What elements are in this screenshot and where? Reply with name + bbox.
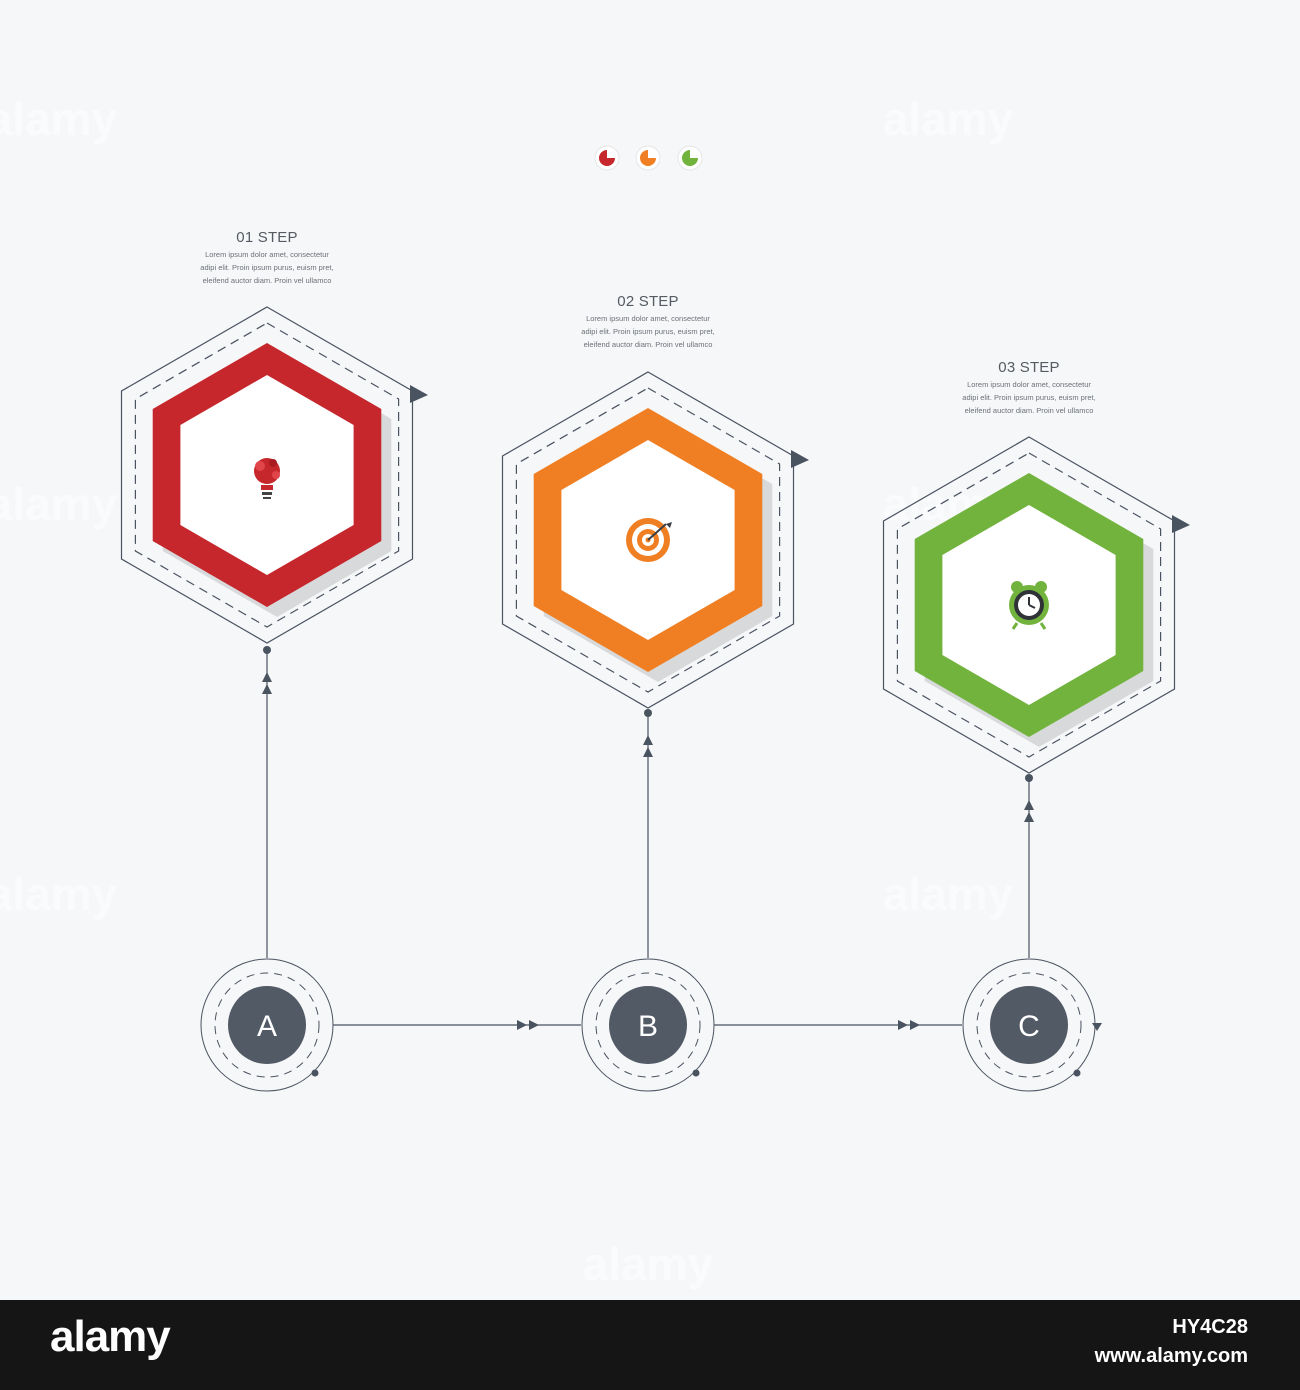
legend-dots [594, 145, 703, 171]
image-id: HY4C28 [1172, 1316, 1248, 1338]
watermark-text: alamy [883, 868, 1014, 920]
step-1-desc-line-1: Lorem ipsum dolor amet, consectetur [205, 250, 329, 259]
arrow-right-ab-1 [517, 1020, 527, 1030]
step-3-desc-line-2: adipi elit. Proin ipsum purus, euism pre… [962, 393, 1095, 402]
footer-logo: alamy [50, 1312, 171, 1361]
step-2-text: 02 STEP Lorem ipsum dolor amet, consecte… [581, 293, 714, 349]
connectors [262, 646, 1034, 1030]
node-a-letter: A [257, 1010, 277, 1043]
arrow-right-ab-2 [529, 1020, 539, 1030]
node-c-end-arrow [1092, 1023, 1102, 1031]
step-3-desc-line-3: eleifend auctor diam. Proin vel ullamco [965, 406, 1094, 415]
footer-meta: HY4C28 www.alamy.com [1095, 1316, 1248, 1368]
node-b-letter: B [638, 1010, 658, 1043]
arrow-up-a-2 [262, 684, 272, 694]
watermark-layer: alamyalamyalamyalamyalamyalamyalamyalamy [0, 93, 1014, 1290]
site-url: www.alamy.com [1094, 1345, 1248, 1367]
watermark-text: alamy [883, 93, 1014, 145]
lightbulb-icon [254, 458, 280, 499]
arrow-up-a-1 [262, 672, 272, 682]
green-pie-icon [677, 145, 703, 171]
step-2-title: 02 STEP [617, 293, 678, 310]
footer-bar: alamy HY4C28 www.alamy.com [0, 1300, 1300, 1390]
connector-c-dot [1025, 774, 1033, 782]
step-2-desc-line-1: Lorem ipsum dolor amet, consectetur [586, 314, 710, 323]
arrow-up-b-2 [643, 747, 653, 757]
step-3-desc-line-1: Lorem ipsum dolor amet, consectetur [967, 380, 1091, 389]
red-pie-icon [594, 145, 620, 171]
connector-b-dot [644, 709, 652, 717]
watermark-text: alamy [0, 93, 118, 145]
step-1-desc-line-3: eleifend auctor diam. Proin vel ullamco [203, 276, 332, 285]
target-icon [626, 518, 672, 562]
step-3-title: 03 STEP [998, 359, 1059, 376]
arrow-right-bc-1 [898, 1020, 908, 1030]
step-1-title: 01 STEP [236, 229, 297, 246]
step-2-desc-line-3: eleifend auctor diam. Proin vel ullamco [584, 340, 713, 349]
step-1-desc-line-2: adipi elit. Proin ipsum purus, euism pre… [200, 263, 333, 272]
infographic-canvas: alamyalamyalamyalamyalamyalamyalamyalamy… [0, 93, 1190, 1290]
arrow-up-c-1 [1024, 800, 1034, 810]
arrow-right-bc-2 [910, 1020, 920, 1030]
orange-pie-icon [635, 145, 661, 171]
node-b: B [581, 958, 715, 1092]
node-c: C [962, 958, 1102, 1092]
step-1-dashed-outline [134, 322, 400, 628]
step-3-dashed-outline [896, 452, 1162, 758]
arrow-up-c-2 [1024, 812, 1034, 822]
alarm-clock-icon [1009, 581, 1049, 630]
arrow-up-b-1 [643, 735, 653, 745]
connector-a-dot [263, 646, 271, 654]
node-a: A [200, 958, 334, 1092]
step-1-outline-arrow [410, 385, 428, 403]
watermark-text: alamy [0, 868, 118, 920]
node-c-letter: C [1018, 1010, 1040, 1043]
watermark-text: alamy [583, 1238, 714, 1290]
step-2-dashed-outline [515, 387, 781, 693]
step-2-outline-arrow [791, 450, 809, 468]
step-3-text: 03 STEP Lorem ipsum dolor amet, consecte… [962, 359, 1095, 415]
step-2-desc-line-2: adipi elit. Proin ipsum purus, euism pre… [581, 327, 714, 336]
watermark-text: alamy [0, 478, 118, 530]
step-1-text: 01 STEP Lorem ipsum dolor amet, consecte… [200, 229, 333, 285]
step-3-outline-arrow [1172, 515, 1190, 533]
